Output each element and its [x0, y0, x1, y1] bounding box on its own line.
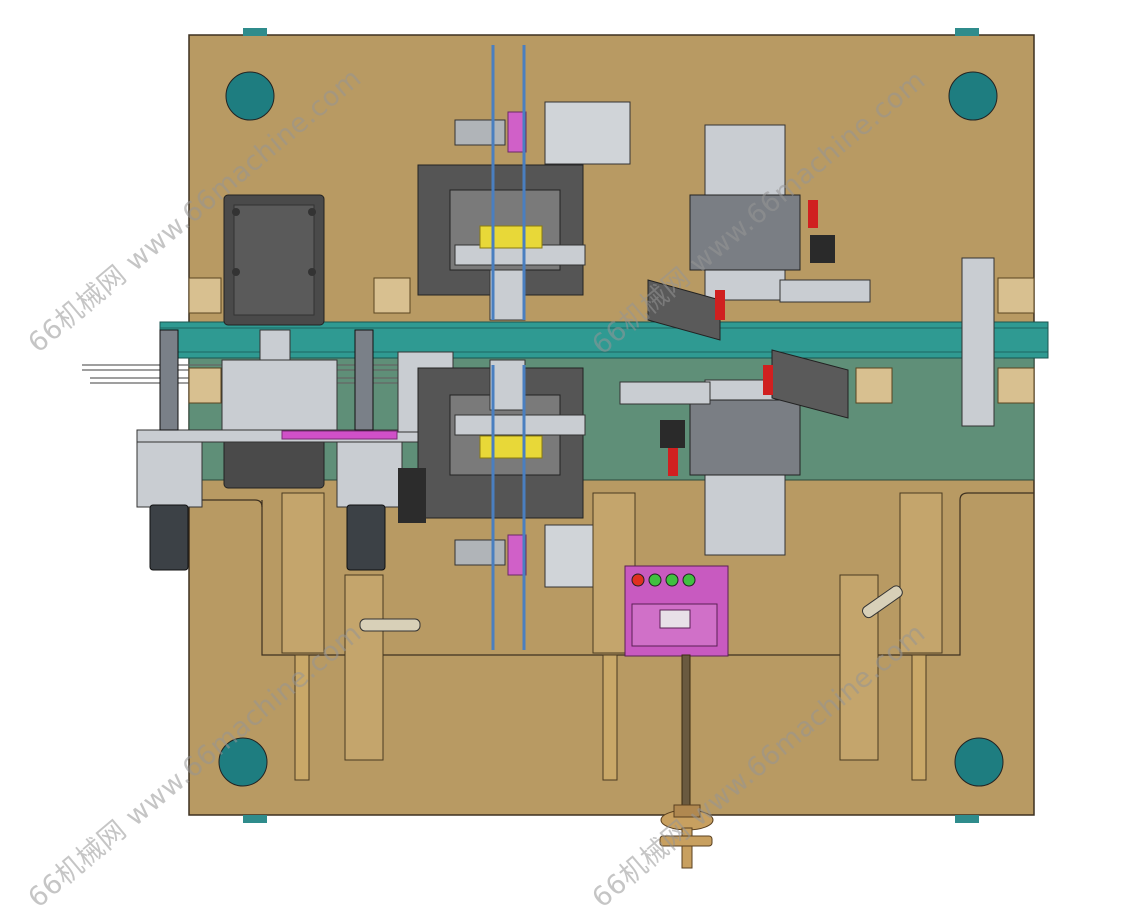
rail-brackets: [188, 277, 1035, 404]
right-rail-clamp: [961, 257, 995, 427]
indicator-light-green-2: [665, 573, 679, 587]
edge-tab-bottom-right: [955, 815, 979, 823]
magenta-slider-left: [281, 430, 398, 440]
edge-tab-bottom-left: [243, 815, 267, 823]
vertical-rods: [491, 45, 526, 650]
lower-cutout-outline: [261, 492, 1034, 656]
left-motors: [149, 329, 386, 571]
lower-adjustment-brackets: [281, 492, 943, 781]
lead-screw: [659, 654, 714, 869]
indicator-light-green-1: [648, 573, 662, 587]
mounting-hole-top-left: [225, 71, 275, 121]
lever-handles: [359, 585, 903, 632]
cad-drawing: [82, 28, 1049, 869]
mounting-hole-bottom-right: [954, 737, 1004, 787]
edge-tab-top-right: [955, 28, 979, 36]
indicator-lights: [631, 573, 696, 587]
edge-tab-top-left: [243, 28, 267, 36]
indicator-light-red: [631, 573, 645, 587]
right-rotary-station: [619, 124, 871, 556]
left-grey-mechanism: [136, 329, 458, 508]
mounting-hole-bottom-left: [218, 737, 268, 787]
upper-center-station: [417, 101, 631, 321]
machine-top-view: [82, 28, 1049, 869]
conveyor-rail: [159, 321, 1049, 359]
mounting-hole-top-right: [948, 71, 998, 121]
indicator-light-green-3: [682, 573, 696, 587]
